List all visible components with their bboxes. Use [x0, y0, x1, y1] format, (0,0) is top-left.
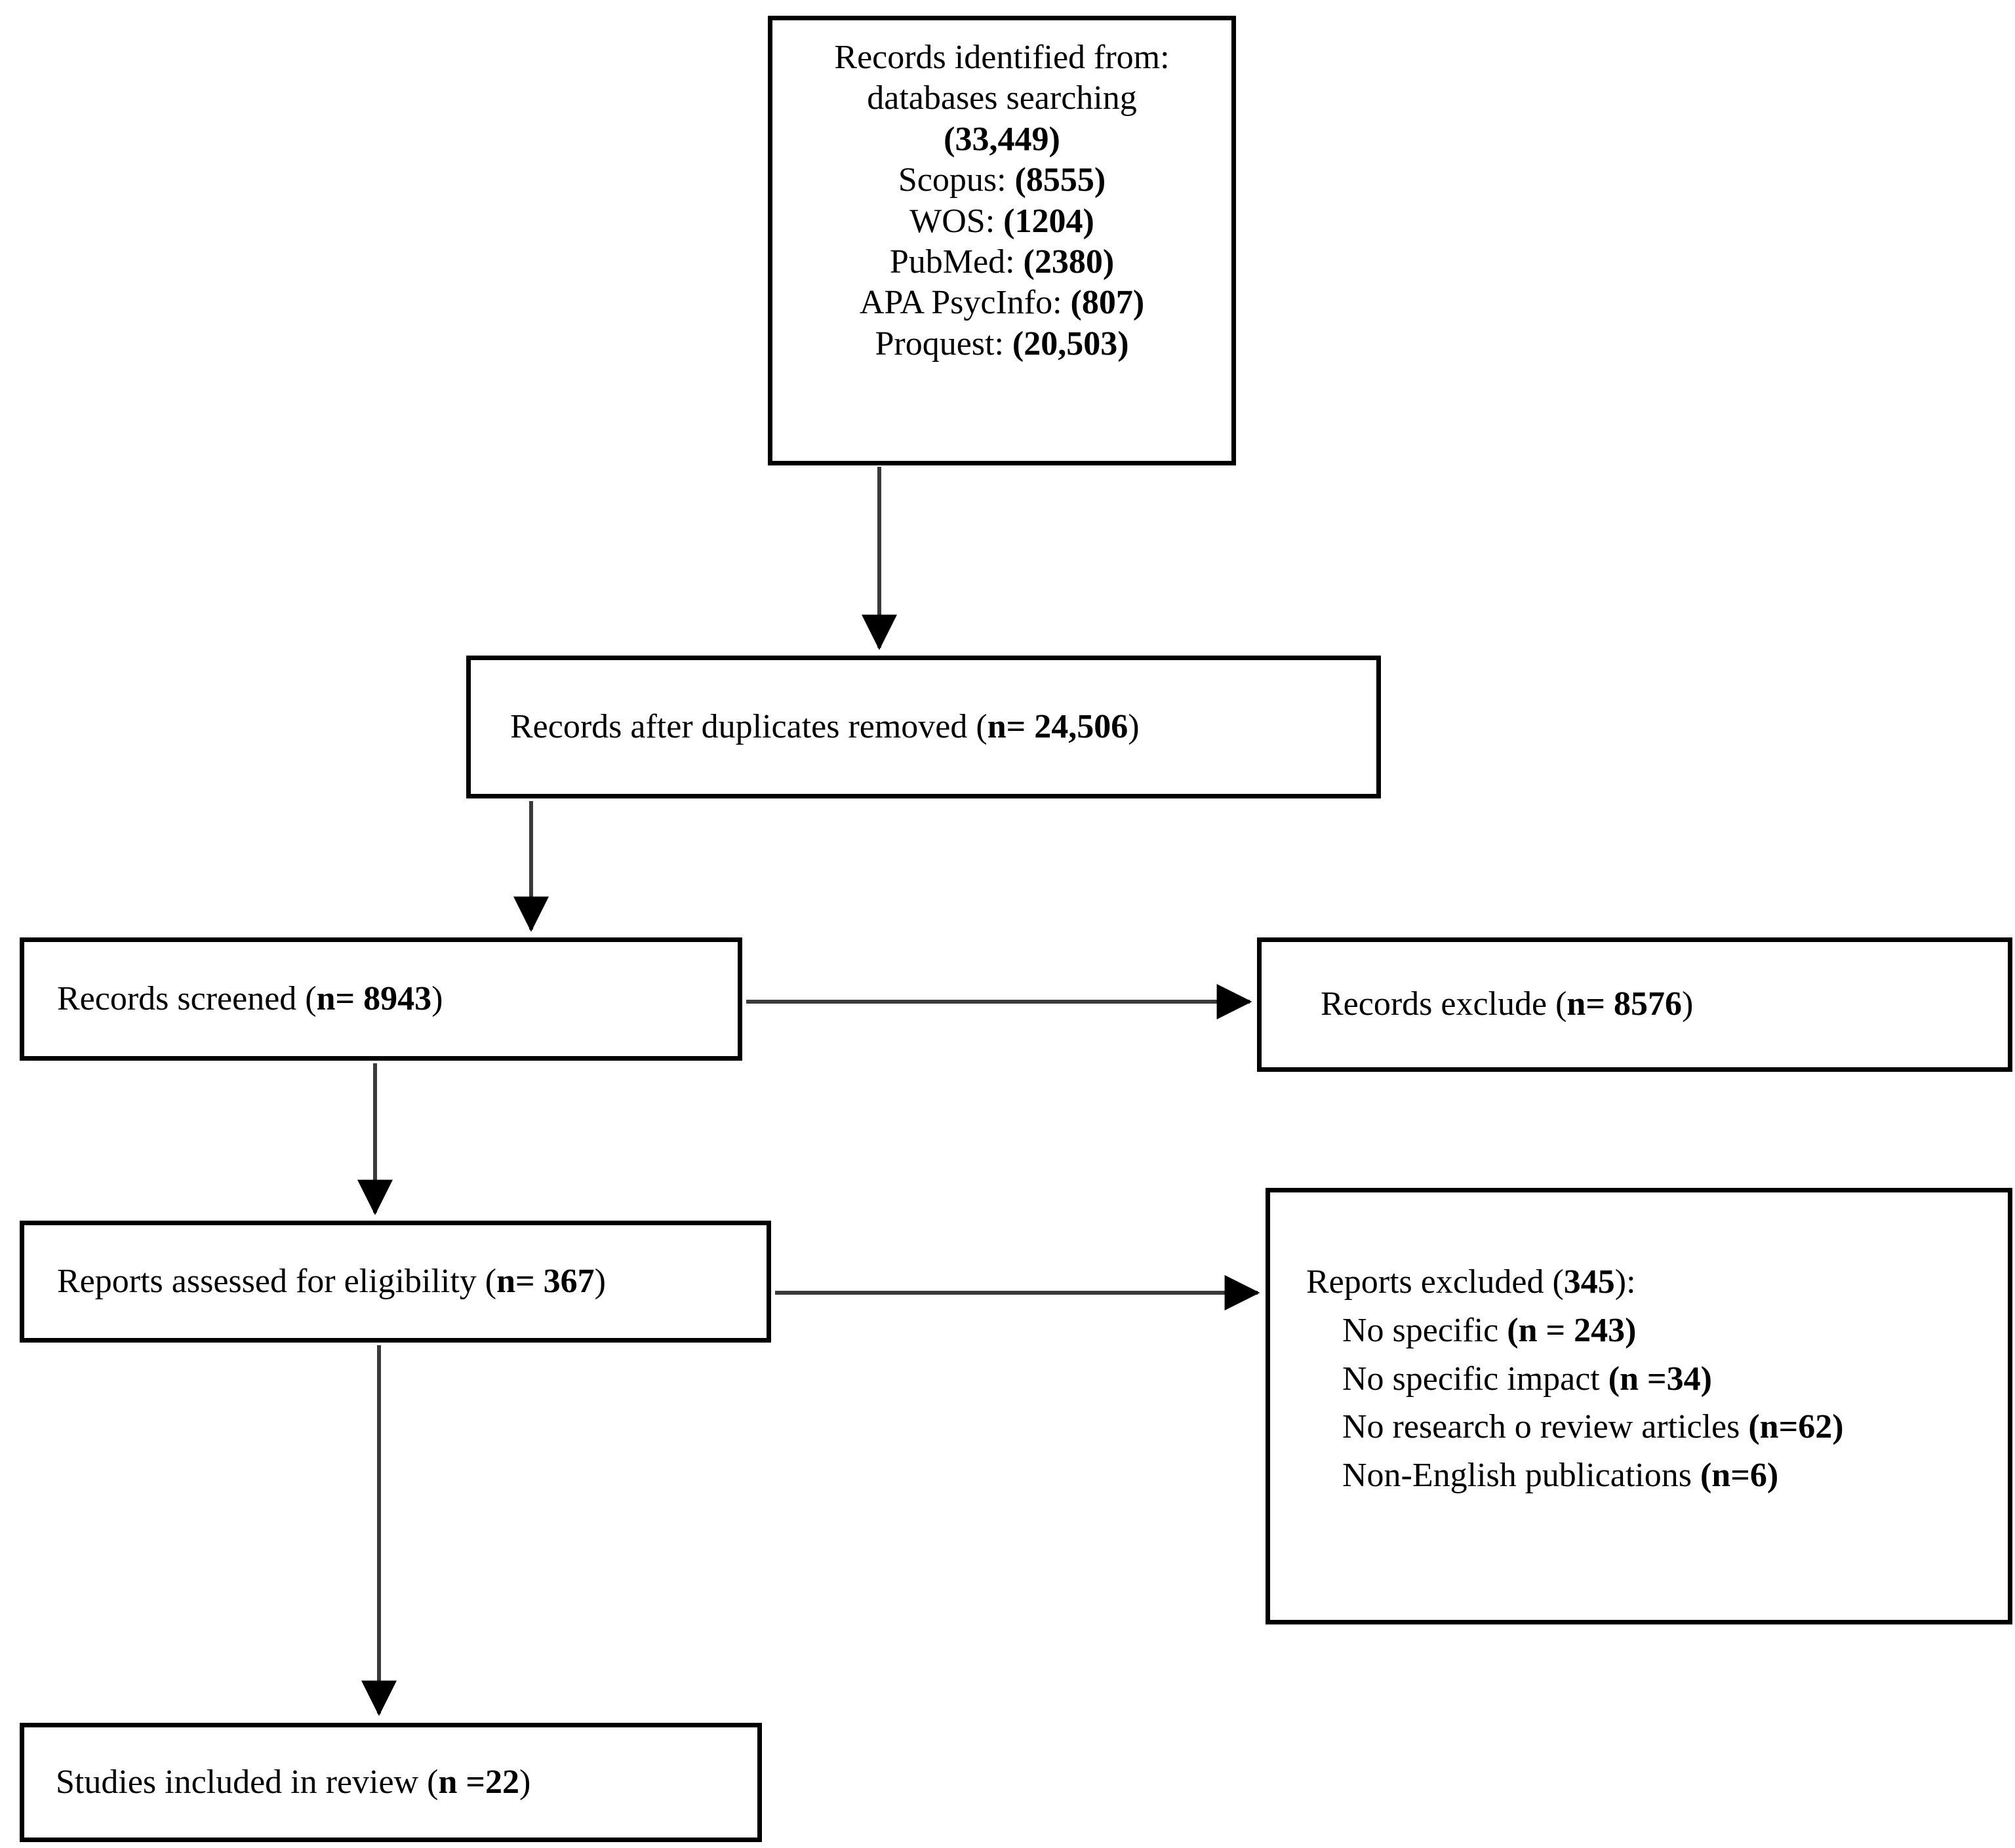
proquest-value: (20,503) — [1012, 324, 1129, 363]
item-no-specific-label: No specific — [1342, 1311, 1507, 1349]
wos-value: (1204) — [1003, 202, 1094, 240]
identified-total-count: (33,449) — [944, 119, 1060, 160]
identified-source-scopus: Scopus: (8555) — [898, 160, 1106, 201]
box-records-after-duplicates-removed: Records after duplicates removed (n= 24,… — [466, 656, 1381, 798]
box-records-screened: Records screened (n= 8943) — [20, 937, 742, 1061]
item-no-specific-impact-value: (n =34) — [1608, 1360, 1712, 1398]
included-text: Studies included in review (n =22) — [56, 1762, 757, 1803]
wos-label: WOS: — [909, 202, 1004, 240]
screened-label: Records screened ( — [57, 979, 317, 1017]
box-studies-included-in-review: Studies included in review (n =22) — [20, 1723, 762, 1842]
box-records-exclude: Records exclude (n= 8576) — [1257, 937, 2012, 1072]
duplicates-text: Records after duplicates removed (n= 24,… — [510, 707, 1376, 747]
reports-excluded-title-label: Reports excluded ( — [1306, 1263, 1564, 1301]
records-excluded-text: Records exclude (n= 8576) — [1321, 984, 2008, 1025]
reports-excluded-item-no-specific-impact: No specific impact (n =34) — [1306, 1355, 2008, 1404]
identified-line-source: databases searching — [867, 79, 1137, 117]
item-no-research-or-review-label: No research o review articles — [1342, 1408, 1749, 1446]
eligibility-text: Reports assessed for eligibility (n= 367… — [57, 1261, 767, 1302]
identified-source-proquest: Proquest: (20,503) — [875, 324, 1128, 364]
identified-source-apa-psycinfo: APA PsycInfo: (807) — [860, 283, 1144, 323]
identified-total-value: (33,449) — [944, 120, 1060, 158]
item-no-research-or-review-value: (n=62) — [1748, 1408, 1844, 1446]
pubmed-label: PubMed: — [889, 243, 1024, 281]
box-records-identified: Records identified from: databases searc… — [768, 16, 1236, 465]
screened-text: Records screened (n= 8943) — [57, 979, 738, 1019]
pubmed-value: (2380) — [1023, 243, 1115, 281]
identified-source-pubmed: PubMed: (2380) — [890, 242, 1114, 283]
reports-excluded-item-no-research-or-review: No research o review articles (n=62) — [1306, 1403, 2008, 1451]
reports-excluded-item-non-english: Non-English publications (n=6) — [1306, 1451, 2008, 1500]
item-no-specific-impact-label: No specific impact — [1342, 1360, 1608, 1398]
records-excluded-value: n= 8576 — [1566, 985, 1682, 1023]
reports-excluded-title-suffix: ): — [1614, 1263, 1636, 1301]
identified-source-wos: WOS: (1204) — [909, 201, 1094, 242]
box-reports-assessed-for-eligibility: Reports assessed for eligibility (n= 367… — [20, 1221, 771, 1343]
screened-value: n= 8943 — [316, 979, 432, 1017]
included-value: n =22 — [438, 1763, 519, 1801]
records-excluded-label: Records exclude ( — [1321, 985, 1567, 1023]
eligibility-value: n= 367 — [496, 1262, 595, 1300]
scopus-value: (8555) — [1014, 161, 1106, 199]
reports-excluded-item-no-specific: No specific (n = 243) — [1306, 1307, 2008, 1355]
screened-suffix: ) — [431, 979, 443, 1017]
duplicates-suffix: ) — [1128, 707, 1140, 745]
item-non-english-label: Non-English publications — [1342, 1457, 1700, 1495]
duplicates-label: Records after duplicates removed ( — [510, 707, 988, 745]
eligibility-label: Reports assessed for eligibility ( — [57, 1262, 497, 1300]
box-reports-excluded: Reports excluded (345): No specific (n =… — [1266, 1188, 2012, 1624]
reports-excluded-title-value: 345 — [1563, 1263, 1615, 1301]
included-label: Studies included in review ( — [56, 1763, 439, 1801]
reports-excluded-title: Reports excluded (345): — [1306, 1258, 2008, 1307]
identified-line-title: Records identified from: — [834, 39, 1170, 76]
duplicates-value: n= 24,506 — [987, 707, 1128, 745]
scopus-label: Scopus: — [898, 161, 1015, 199]
eligibility-suffix: ) — [594, 1262, 606, 1300]
item-non-english-value: (n=6) — [1700, 1457, 1779, 1495]
included-suffix: ) — [519, 1763, 531, 1801]
apa-psycinfo-value: (807) — [1070, 284, 1145, 322]
apa-psycinfo-label: APA PsycInfo: — [859, 284, 1071, 322]
proquest-label: Proquest: — [875, 324, 1012, 363]
item-no-specific-value: (n = 243) — [1507, 1311, 1637, 1349]
records-excluded-suffix: ) — [1681, 985, 1694, 1023]
